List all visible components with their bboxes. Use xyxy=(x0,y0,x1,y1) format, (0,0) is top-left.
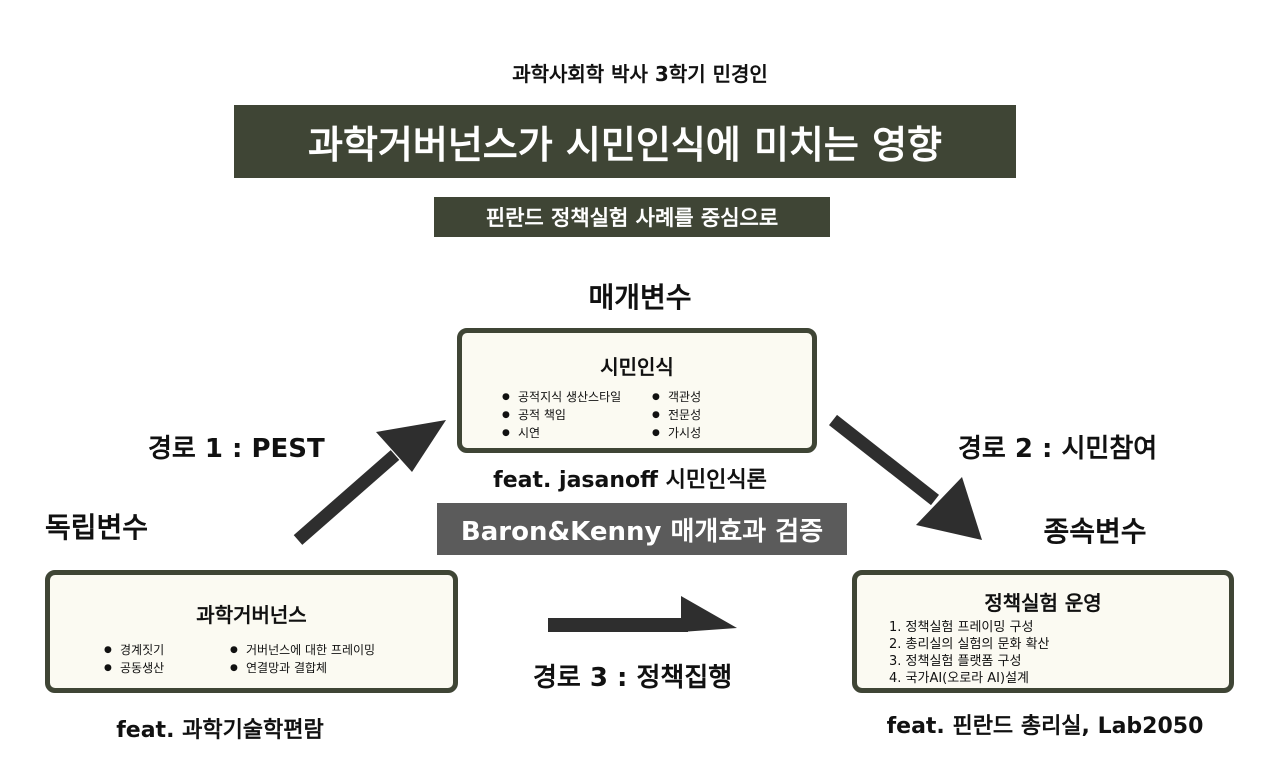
dependent-list: 1. 정책실험 프레이밍 구성 2. 총리실의 실험의 문화 확산 3. 정책실… xyxy=(889,619,1050,687)
list-item: 4. 국가AI(오로라 AI)설계 xyxy=(889,671,1029,686)
list-item: 시연 xyxy=(500,424,621,442)
list-item: 객관성 xyxy=(650,388,701,406)
path3-label: 경로 3 : 정책집행 xyxy=(533,663,733,693)
list-item: 연결망과 결합체 xyxy=(228,659,375,677)
dependent-role: 종속변수 xyxy=(1043,515,1147,548)
path2-arrow xyxy=(828,414,982,540)
path1-arrow xyxy=(293,420,446,545)
independent-list-right: 거버넌스에 대한 프레이밍 연결망과 결합체 xyxy=(228,641,375,677)
independent-feat: feat. 과학기술학편람 xyxy=(116,718,324,743)
list-item: 전문성 xyxy=(650,406,701,424)
dependent-box-title: 정책실험 운영 xyxy=(984,591,1102,615)
independent-role: 독립변수 xyxy=(45,511,149,544)
independent-list-left: 경계짓기 공동생산 xyxy=(102,641,164,677)
path3-arrow xyxy=(548,596,737,632)
path1-label: 경로 1 : PEST xyxy=(148,434,325,464)
independent-box-title: 과학거버넌스 xyxy=(196,603,307,627)
mediator-box: 시민인식 공적지식 생산스타일 공적 책임 시연 객관성 전문성 가시성 xyxy=(457,328,817,453)
list-item: 3. 정책실험 플랫폼 구성 xyxy=(889,654,1022,669)
mediator-role: 매개변수 xyxy=(588,281,692,314)
list-item: 가시성 xyxy=(650,424,701,442)
method-badge: Baron&Kenny 매개효과 검증 xyxy=(437,503,847,555)
list-item: 경계짓기 xyxy=(102,641,164,659)
independent-box: 과학거버넌스 경계짓기 공동생산 거버넌스에 대한 프레이밍 연결망과 결합체 xyxy=(45,570,458,693)
subtitle: 핀란드 정책실험 사례를 중심으로 xyxy=(434,197,830,237)
dependent-feat: feat. 핀란드 총리실, Lab2050 xyxy=(886,714,1204,739)
list-item: 공적 책임 xyxy=(500,406,621,424)
list-item: 2. 총리실의 실험의 문화 확산 xyxy=(889,637,1050,652)
list-item: 1. 정책실험 프레이밍 구성 xyxy=(889,620,1034,635)
path2-label: 경로 2 : 시민참여 xyxy=(958,434,1158,464)
mediator-list-left: 공적지식 생산스타일 공적 책임 시연 xyxy=(500,388,621,442)
main-title: 과학거버넌스가 시민인식에 미치는 영향 xyxy=(234,105,1016,178)
author-line: 과학사회학 박사 3학기 민경인 xyxy=(512,62,768,86)
list-item: 거버넌스에 대한 프레이밍 xyxy=(228,641,375,659)
list-item: 공적지식 생산스타일 xyxy=(500,388,621,406)
list-item: 공동생산 xyxy=(102,659,164,677)
mediator-box-title: 시민인식 xyxy=(600,355,674,379)
mediator-list-right: 객관성 전문성 가시성 xyxy=(650,388,701,442)
mediator-feat: feat. jasanoff 시민인식론 xyxy=(493,468,767,493)
dependent-box: 정책실험 운영 1. 정책실험 프레이밍 구성 2. 총리실의 실험의 문화 확… xyxy=(852,570,1234,693)
